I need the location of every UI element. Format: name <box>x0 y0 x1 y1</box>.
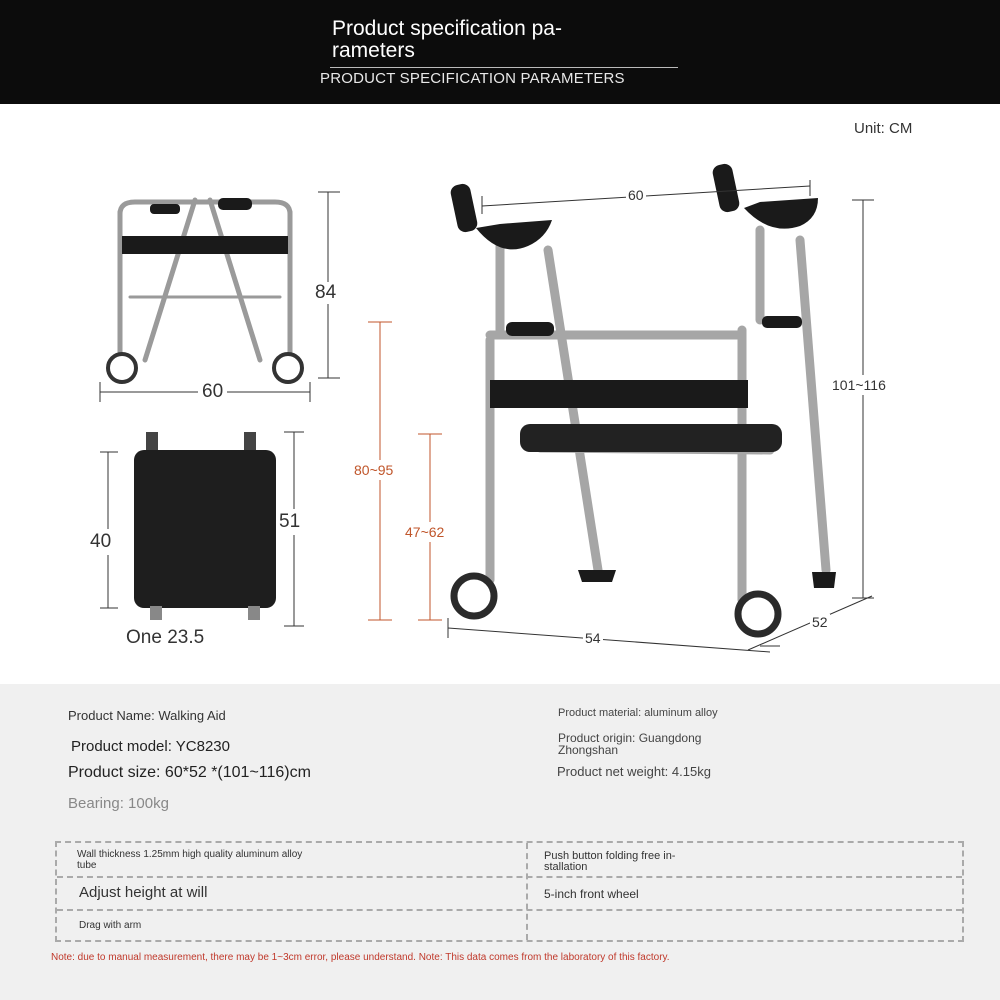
product-weight: Product net weight: 4.15kg <box>557 764 711 779</box>
product-name: Product Name: Walking Aid <box>68 708 226 723</box>
product-size: Product size: 60*52 *(101~116)cm <box>68 764 311 781</box>
unit-label: Unit: CM <box>854 120 913 137</box>
product-illustration <box>99 163 874 653</box>
folded-height-label: 84 <box>313 282 339 304</box>
base-depth-label: 52 <box>810 614 830 630</box>
seat-leg-height-label: 51 <box>279 509 301 535</box>
table-cell: Push button folding free in- stallation <box>544 850 676 873</box>
page-title: Product specification pa- rameters <box>332 17 562 62</box>
table-divider-row1 <box>57 876 962 878</box>
folded-width-label: 60 <box>198 381 228 403</box>
seat-height-range-label: 47~62 <box>405 522 445 542</box>
overall-height-label: 101~116 <box>832 375 886 395</box>
table-cell: Drag with arm <box>79 920 142 931</box>
arm-height-label: 80~95 <box>354 460 394 480</box>
title-divider <box>330 67 678 68</box>
product-origin: Product origin: Guangdong Zhongshan <box>558 731 702 757</box>
walker-main-image <box>450 163 836 638</box>
product-model: Product model: YC8230 <box>71 738 230 755</box>
base-width-label: 54 <box>583 630 603 646</box>
seat-height-label: 40 <box>90 529 112 555</box>
table-cell: Wall thickness 1.25mm high quality alumi… <box>77 849 303 871</box>
folded-walker-image <box>106 197 304 384</box>
disclaimer-note: Note: due to manual measurement, there m… <box>51 952 670 963</box>
table-divider-row2 <box>57 909 962 911</box>
product-material: Product material: aluminum alloy <box>558 707 718 719</box>
features-table: Wall thickness 1.25mm high quality alumi… <box>55 841 964 942</box>
overall-width-label: 60 <box>626 187 646 203</box>
seat-caption: One 23.5 <box>126 627 205 648</box>
seat-board-image <box>134 432 276 620</box>
page-subtitle: PRODUCT SPECIFICATION PARAMETERS <box>320 70 625 87</box>
table-divider-vertical <box>526 843 528 940</box>
product-bearing: Bearing: 100kg <box>68 795 169 812</box>
table-cell: 5-inch front wheel <box>544 887 639 901</box>
table-cell: Adjust height at will <box>79 884 208 901</box>
header-banner: Product specification pa- rameters PRODU… <box>0 0 1000 104</box>
